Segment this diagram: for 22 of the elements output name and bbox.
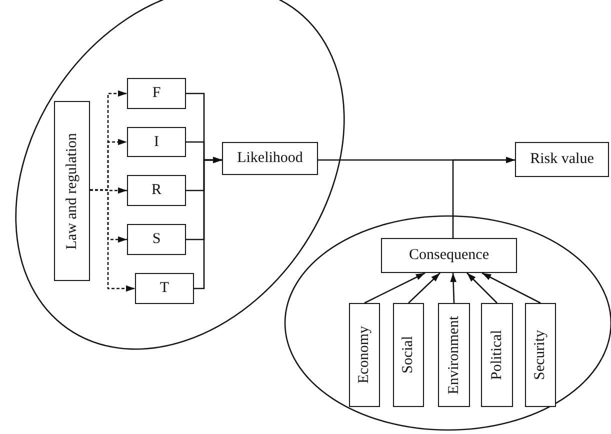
arrow <box>450 272 456 304</box>
factor-box: S <box>127 224 186 255</box>
arrow <box>466 272 498 304</box>
arrow <box>452 156 515 238</box>
factor-box: Political <box>481 303 513 407</box>
factor-box: Risk value <box>515 142 609 177</box>
arrow <box>364 272 426 304</box>
factor-box: Environment <box>438 303 470 407</box>
factor-box: Economy <box>349 303 380 407</box>
arrow <box>408 272 440 304</box>
factor-box: Social <box>393 303 424 407</box>
factor-box: Likelihood <box>222 142 318 175</box>
arrow <box>482 272 541 304</box>
factor-box: F <box>127 78 186 109</box>
factor-box: R <box>127 175 186 206</box>
arrow <box>194 156 222 290</box>
factor-box: I <box>127 127 186 157</box>
factor-box: Law and regulation <box>54 101 90 281</box>
factor-box: T <box>135 273 194 304</box>
factor-box: Consequence <box>381 238 517 273</box>
arrow <box>90 189 135 292</box>
factor-box: Security <box>525 303 556 407</box>
